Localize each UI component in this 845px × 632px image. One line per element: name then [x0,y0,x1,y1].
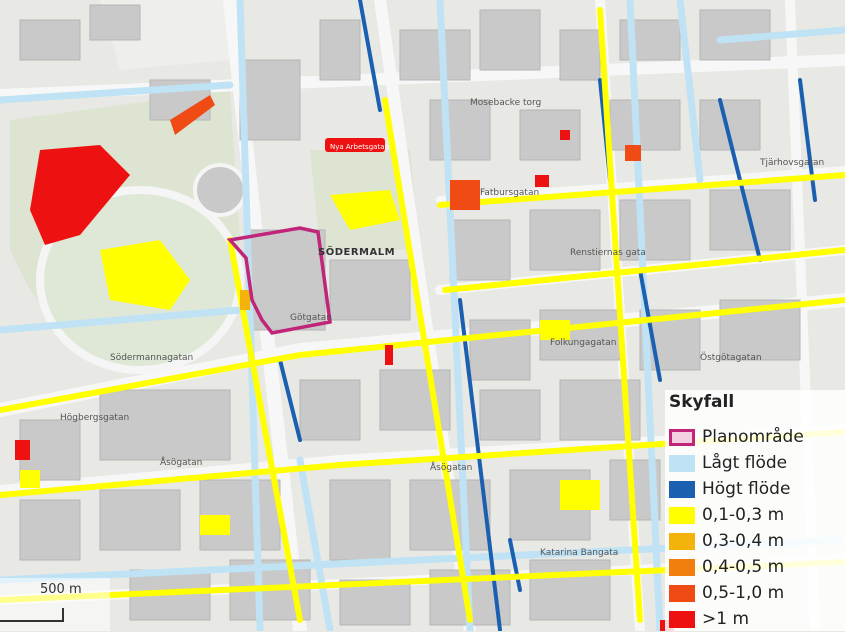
depth-shallow [0,7,845,623]
depth-swatch [669,559,695,576]
street-label: Mosebacke torg [470,98,541,108]
depth-shallow-patches [20,190,600,535]
legend-label: 0,3-0,4 m [702,531,785,551]
hogt-flode-swatch [669,481,695,498]
street-label: Folkungagatan [550,338,616,348]
scale-label: 500 m [40,582,82,597]
plan-area-outline [226,226,332,335]
highlight-street-label: Nya Arbetsgatan [330,143,389,151]
legend-item-planomrade: Planområde [669,426,845,450]
legend-item-depth-2: 0,3-0,4 m [669,530,845,554]
street-label: Åsögatan [430,461,472,473]
scale-bar: 500 m [0,578,110,631]
street-label: Högbergsgatan [60,413,129,423]
depth-swatch [669,507,695,524]
street-label: Östgötagatan [700,352,762,363]
legend-item-depth-5: >1 m [669,608,845,632]
planomrade-icon [669,429,695,446]
legend-item-depth-4: 0,5-1,0 m [669,582,845,606]
district-label: SÖDERMALM [318,244,395,258]
map-legend: Skyfall Planområde Lågt flöde Högt flöde… [665,390,845,631]
street-label: Södermannagatan [110,353,193,363]
street-label: Katarina Bangata [540,548,618,558]
lagt-flode-swatch [669,455,695,472]
scale-tick [62,608,64,622]
depth-swatch [669,533,695,550]
legend-label: Planområde [702,427,804,447]
street-label: Tjärhovsgatan [759,158,824,168]
legend-label: >1 m [702,609,750,629]
street-label: Renstiernas gata [570,248,646,258]
depth-swatch [669,611,695,628]
legend-item-lagt-flode: Lågt flöde [669,452,845,476]
street-label: Åsögatan [160,456,202,468]
scale-line [0,620,62,622]
legend-label: 0,1-0,3 m [702,505,785,525]
legend-item-depth-3: 0,4-0,5 m [669,556,845,580]
legend-label: 0,5-1,0 m [702,583,785,603]
legend-label: 0,4-0,5 m [702,557,785,577]
depth-swatch [669,585,695,602]
legend-label: Lågt flöde [702,453,788,473]
legend-label: Högt flöde [702,479,791,499]
legend-item-hogt-flode: Högt flöde [669,478,845,502]
legend-item-depth-1: 0,1-0,3 m [669,504,845,528]
street-label: Götgatan [290,313,332,323]
street-label: Fatbursgatan [480,188,539,198]
legend-title: Skyfall [669,392,735,412]
